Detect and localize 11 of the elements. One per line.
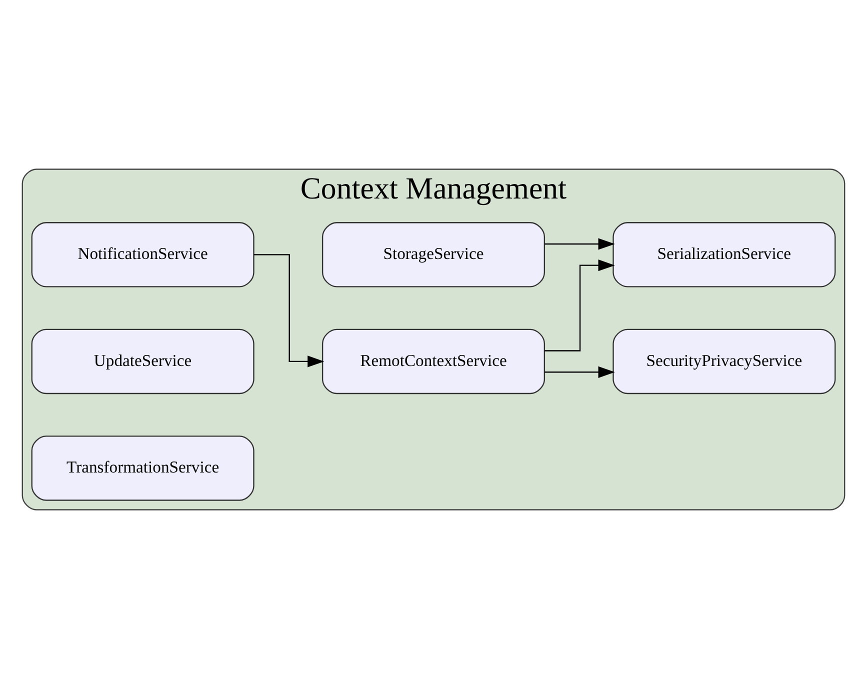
arrow <box>544 238 615 250</box>
node-box: SerializationService <box>612 222 836 287</box>
node-box: TransformationService <box>31 435 254 500</box>
arrow <box>544 366 615 378</box>
arrow <box>254 254 324 367</box>
node-box: RemotContextService <box>322 328 546 394</box>
node-box: NotificationService <box>31 222 254 287</box>
node-box: UpdateService <box>31 328 254 394</box>
node-box: StorageService <box>322 222 546 287</box>
node-box: SecurityPrivacyService <box>612 328 836 394</box>
arrow <box>544 259 615 351</box>
